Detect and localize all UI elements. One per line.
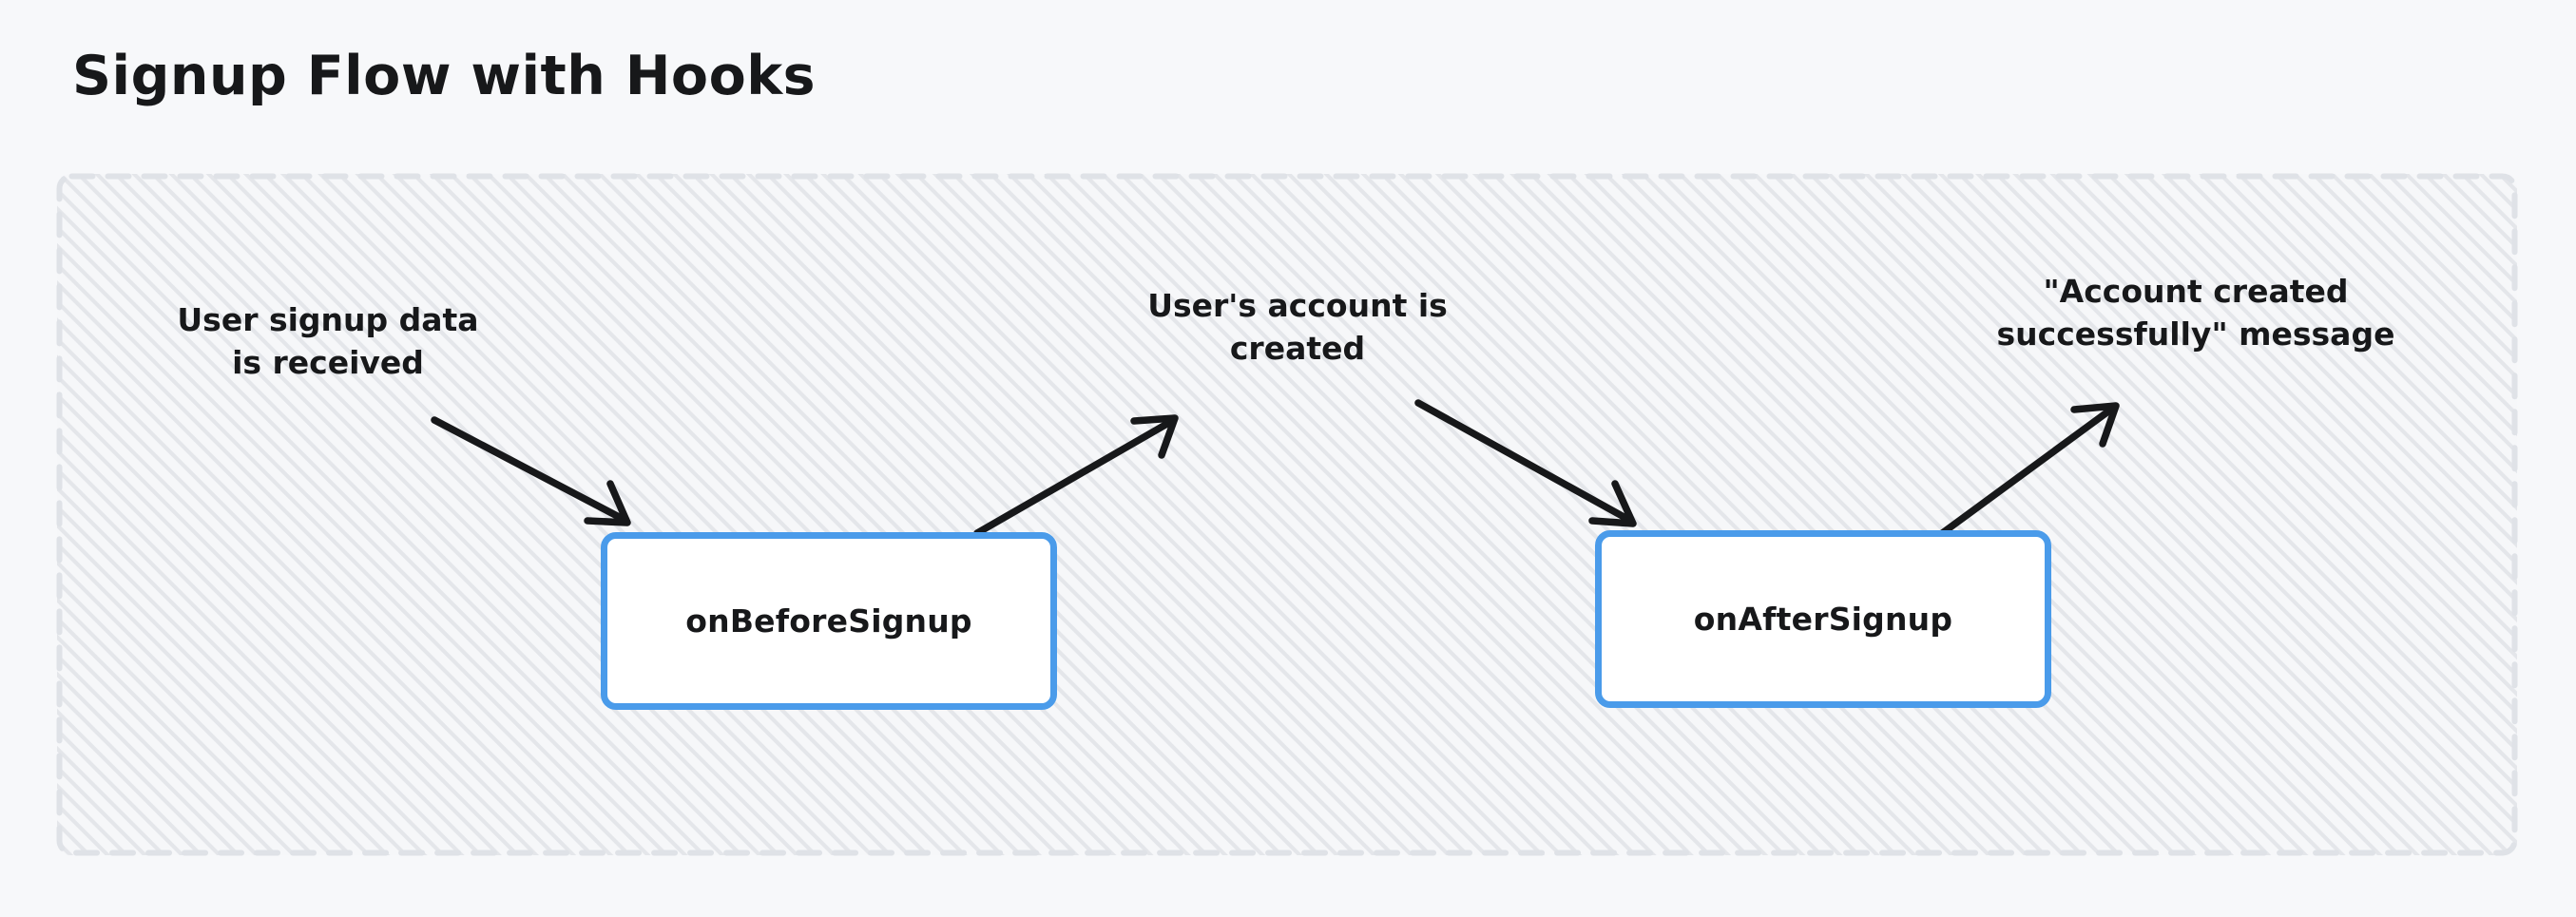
node-on-after-signup[interactable]: onAfterSignup (1595, 530, 2051, 708)
node-on-before-signup[interactable]: onBeforeSignup (601, 532, 1057, 710)
annotation-success-message: "Account created successfully" message (1996, 273, 2395, 353)
node-label-on-after-signup: onAfterSignup (1693, 601, 1953, 638)
annotation-signup-data-received: User signup data is received (177, 301, 479, 381)
annotation-account-created: User's account is created (1147, 287, 1448, 367)
page-title: Signup Flow with Hooks (72, 45, 817, 107)
node-label-on-before-signup: onBeforeSignup (685, 602, 972, 640)
